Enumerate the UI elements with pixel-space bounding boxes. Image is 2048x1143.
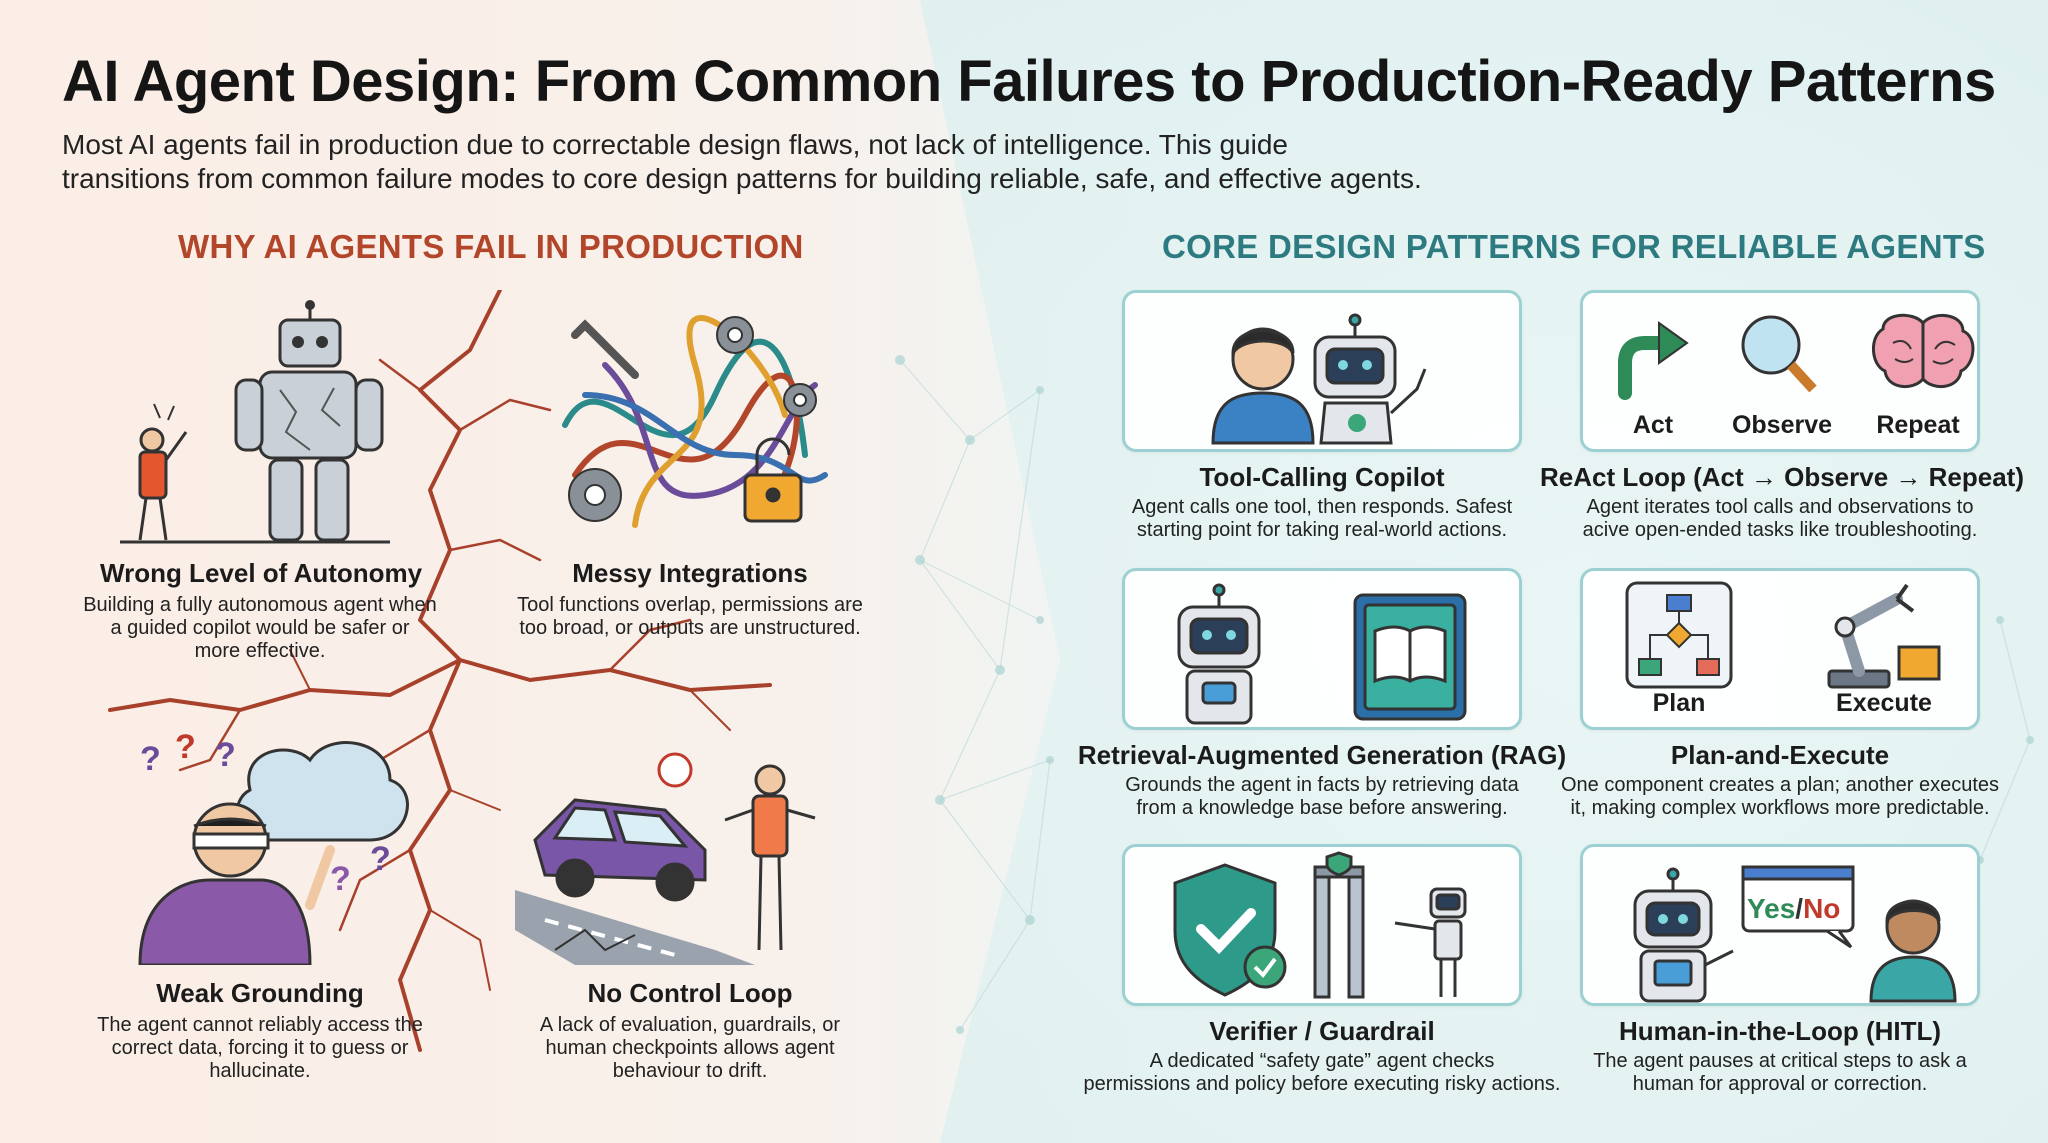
flowchart-icon (1625, 581, 1733, 689)
description-line: The agent cannot reliably access the (97, 1014, 423, 1036)
svg-text:?: ? (140, 740, 161, 778)
shield-check-icon (1173, 863, 1287, 997)
description-line: Agent calls one tool, then responds. Saf… (1131, 496, 1513, 518)
pattern-description: A dedicated “safety gate” agent checks p… (1072, 1050, 1572, 1096)
pattern-description: The agent pauses at critical steps to as… (1550, 1050, 2010, 1096)
small-robot-icon (1394, 887, 1467, 997)
failure-title: Weak Grounding (156, 978, 364, 1008)
pattern-description: Agent iterates tool calls and observatio… (1550, 496, 2010, 542)
description-line: Grounds the agent in facts by retrieving… (1125, 774, 1519, 796)
svg-text:?: ? (215, 736, 236, 774)
failure-description: Tool functions overlap, permissions are … (500, 594, 880, 640)
act-label: Act (1632, 411, 1674, 439)
crack-divider-graphic (108, 290, 772, 1052)
patterns-heading: CORE DESIGN PATTERNS FOR RELIABLE AGENTS (1162, 228, 1986, 265)
network-background-pattern (895, 355, 2034, 1034)
human-and-robot-icon (1211, 313, 1427, 445)
description-line: a guided copilot would be safer or (110, 617, 410, 639)
description-line: behaviour to drift. (612, 1060, 768, 1082)
page-title: AI Agent Design: From Common Failures to… (62, 49, 1996, 114)
giant-robot-illustration (120, 300, 390, 544)
blindfolded-person-illustration: ? ? ? ? ? (138, 730, 409, 965)
act-arrow-icon (1618, 321, 1689, 400)
pattern-title: ReAct Loop (Act → Observe → Repeat) (1540, 462, 2024, 492)
execute-label: Execute (1836, 689, 1932, 717)
failure-title: Messy Integrations (572, 558, 808, 588)
repeat-label: Repeat (1876, 411, 1960, 439)
slash-text: / (1795, 893, 1804, 924)
pattern-card-plan-execute: Plan Execute (1580, 568, 1980, 730)
failures-heading: WHY AI AGENTS FAIL IN PRODUCTION (178, 228, 804, 265)
brain-icon (1872, 313, 1975, 388)
pattern-title: Verifier / Guardrail (1209, 1016, 1435, 1046)
svg-text:?: ? (175, 730, 196, 766)
runaway-car-illustration (515, 752, 816, 965)
no-text: No (1803, 893, 1841, 924)
failure-description: The agent cannot reliably access the cor… (70, 1014, 450, 1083)
pattern-card-verifier (1122, 844, 1522, 1006)
tangled-wires-illustration (562, 314, 828, 528)
pattern-card-hitl: Yes/No (1580, 844, 1980, 1006)
plan-label: Plan (1652, 689, 1706, 717)
pattern-description: One component creates a plan; another ex… (1540, 774, 2020, 820)
failure-description: A lack of evaluation, guardrails, or hum… (500, 1014, 880, 1083)
description-line: A dedicated “safety gate” agent checks (1149, 1050, 1495, 1072)
description-line: acive open-ended tasks like troubleshoot… (1582, 519, 1978, 541)
pattern-title: Retrieval-Augmented Generation (RAG) (1077, 740, 1567, 770)
description-line: more effective. (194, 640, 326, 662)
flowchart-and-robot-arm-icons (1625, 581, 1941, 689)
failure-title: Wrong Level of Autonomy (100, 558, 423, 588)
robot-arm-icon (1827, 583, 1941, 689)
pattern-description: Agent calls one tool, then responds. Saf… (1092, 496, 1552, 542)
svg-text:?: ? (330, 860, 351, 898)
approval-bubble-text: Yes/No (1747, 893, 1840, 925)
description-line: it, making complex workflows more predic… (1570, 797, 1990, 819)
description-line: from a knowledge base before answering. (1136, 797, 1508, 819)
description-line: One component creates a plan; another ex… (1560, 774, 2000, 796)
pattern-title: Plan-and-Execute (1670, 740, 1890, 770)
description-line: human checkpoints allows agent (545, 1037, 835, 1059)
description-line: human for approval or correction. (1632, 1073, 1928, 1095)
description-line: permissions and policy before executing … (1083, 1073, 1561, 1095)
pattern-card-rag (1122, 568, 1522, 730)
page-subtitle: Most AI agents fail in production due to… (62, 128, 1462, 196)
description-line: A lack of evaluation, guardrails, or (539, 1014, 841, 1036)
security-gate-icon (1313, 851, 1365, 999)
description-line: correct data, forcing it to guess or (111, 1037, 409, 1059)
description-line: starting point for taking real-world act… (1136, 519, 1508, 541)
description-line: too broad, or outputs are unstructured. (519, 617, 861, 639)
svg-text:?: ? (370, 840, 391, 878)
robot-and-book-icon (1177, 583, 1467, 725)
robot-human-approval-icon (1633, 865, 1957, 1003)
description-line: Tool functions overlap, permissions are (517, 594, 863, 616)
pattern-description: Grounds the agent in facts by retrieving… (1092, 774, 1552, 820)
subtitle-line: Most AI agents fail in production due to… (62, 129, 1288, 160)
failure-title: No Control Loop (587, 978, 793, 1008)
pattern-card-tool-calling (1122, 290, 1522, 452)
description-line: Agent iterates tool calls and observatio… (1586, 496, 1974, 518)
magnifier-icon (1741, 315, 1817, 393)
description-line: hallucinate. (209, 1060, 311, 1082)
pattern-title: Human-in-the-Loop (HITL) (1618, 1016, 1942, 1046)
act-observe-repeat-icons (1618, 313, 1975, 400)
description-line: The agent pauses at critical steps to as… (1593, 1050, 1967, 1072)
yes-text: Yes (1747, 893, 1796, 924)
pattern-title: Tool-Calling Copilot (1199, 462, 1445, 492)
observe-label: Observe (1731, 411, 1833, 439)
description-line: Building a fully autonomous agent when (83, 594, 437, 616)
subtitle-line: transitions from common failure modes to… (62, 163, 1422, 194)
failure-description: Building a fully autonomous agent when a… (70, 594, 450, 663)
shield-gate-robot-icons (1173, 851, 1467, 999)
pattern-card-react-loop: Act Observe Repeat (1580, 290, 1980, 452)
